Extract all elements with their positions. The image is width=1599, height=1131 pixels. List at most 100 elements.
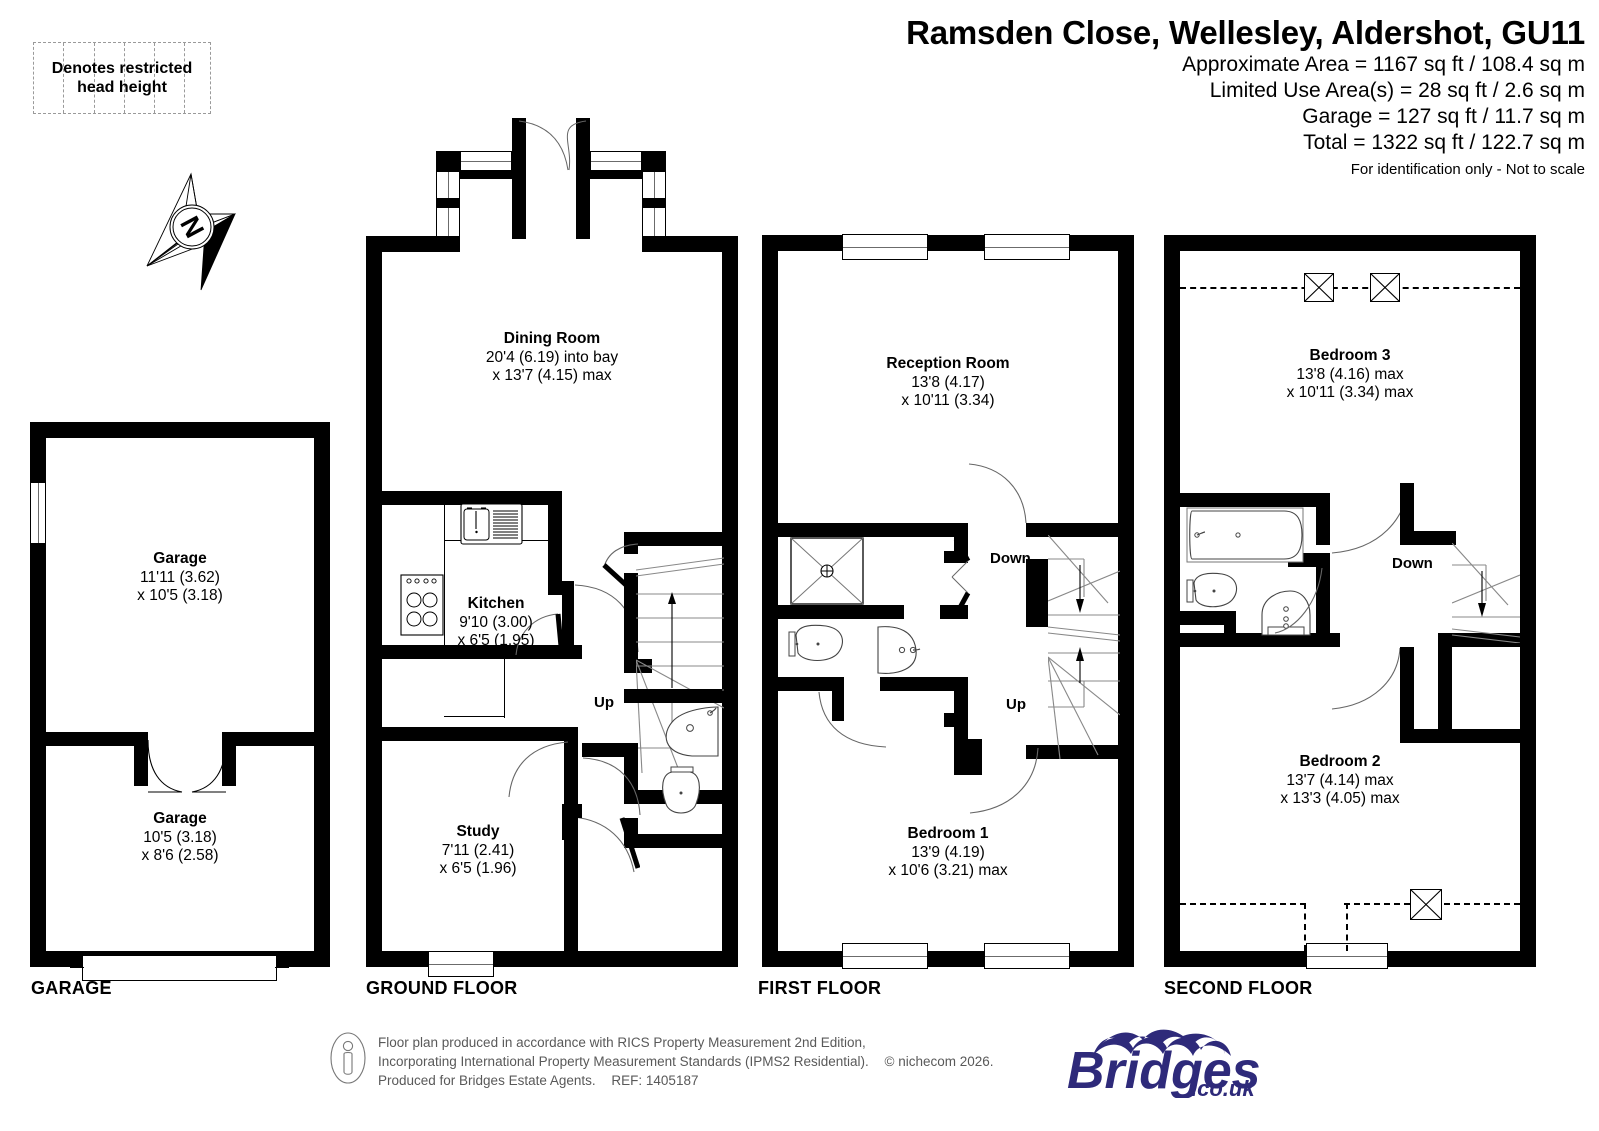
- reception-window-right: [984, 234, 1070, 260]
- study-window: [428, 951, 494, 977]
- floor-label-first: FIRST FLOOR: [758, 978, 882, 998]
- reception-window-left: [842, 234, 928, 260]
- restricted-head-height-bottom-left: [1180, 903, 1306, 905]
- area-total: Total = 1322 sq ft / 122.7 sq m: [1303, 131, 1585, 154]
- room-name: Study: [456, 823, 500, 840]
- study-door-swing: [508, 741, 569, 798]
- room-label-bedroom3: Bedroom 3 13'8 (4.16) max x 10'11 (3.34)…: [1200, 347, 1500, 403]
- floorplan-second: Down Bedroom 3 13'8 (4.16) max x 10'11 (…: [1164, 235, 1536, 969]
- room-label-bedroom2: Bedroom 2 13'7 (4.14) max x 13'3 (4.05) …: [1190, 753, 1490, 809]
- cloakroom-toilet-icon: [662, 766, 700, 814]
- restricted-head-height-legend: Denotes restricted head height: [33, 42, 211, 114]
- bay-french-doors: [518, 120, 587, 171]
- stair-label-second-down: Down: [1392, 555, 1433, 572]
- room-name: Bedroom 1: [907, 825, 989, 842]
- bedroom1-window-right: [984, 943, 1070, 969]
- bedroom1-door-swing: [969, 747, 1039, 814]
- room-dim-2: x 13'3 (4.05) max: [1280, 790, 1400, 807]
- bay-window-left-side-lower: [436, 207, 460, 239]
- footer-line-1: Floor plan produced in accordance with R…: [378, 1035, 866, 1050]
- floor-label-ground: GROUND FLOOR: [366, 978, 518, 998]
- legend-line-1: Denotes restricted: [51, 60, 193, 77]
- kitchen-worktop-side: [444, 505, 446, 657]
- bathroom-toilet-icon-second: [1186, 572, 1238, 608]
- bedroom1-window-left: [842, 943, 928, 969]
- garage-door: [82, 955, 277, 981]
- bathroom-basin-icon-second: [1261, 590, 1311, 636]
- bedroom2-door-swing: [1331, 647, 1401, 710]
- footer-line-3: Produced for Bridges Estate Agents.: [378, 1073, 596, 1088]
- footer-ref: REF: 1405187: [611, 1073, 699, 1088]
- scale-disclaimer: For identification only - Not to scale: [1350, 161, 1585, 178]
- bridges-logo[interactable]: Bridges .co.uk: [1063, 1022, 1285, 1101]
- room-name: Reception Room: [886, 355, 1010, 372]
- floor-label-second: SECOND FLOOR: [1164, 978, 1313, 998]
- floor-label-garage: GARAGE: [31, 978, 112, 998]
- bay-window-left-top: [460, 151, 512, 171]
- floorplan-garage: Garage 11'11 (3.62) x 10'5 (3.18) Garage…: [30, 422, 330, 981]
- room-label-study: Study 7'11 (2.41) x 6'5 (1.96): [378, 823, 578, 879]
- room-dim-1: 10'5 (3.18): [143, 828, 217, 846]
- restricted-head-height-top: [1180, 287, 1520, 289]
- hall-door-upper: [602, 543, 639, 587]
- room-label-bedroom1: Bedroom 1 13'9 (4.19) x 10'6 (3.21) max: [798, 825, 1098, 881]
- bathtub-icon: [1186, 507, 1304, 563]
- stair-label-ground-up: Up: [594, 694, 614, 711]
- bathroom-basin-icon-first: [877, 626, 921, 674]
- kitchen-rear-door: [515, 613, 564, 658]
- bay-window-right-top: [590, 151, 642, 171]
- reception-door-swing: [968, 463, 1027, 524]
- room-dim-2: x 10'11 (3.34) max: [1286, 384, 1414, 401]
- first-stairs: [1048, 535, 1120, 759]
- room-name: Bedroom 3: [1309, 347, 1391, 364]
- bay-window-right-side-upper: [642, 171, 666, 199]
- logo-wordmark: Bridges: [1067, 1042, 1261, 1098]
- room-label-kitchen: Kitchen 9'10 (3.00) x 6'5 (1.95): [396, 595, 596, 651]
- bedroom3-door-swing: [1331, 483, 1409, 554]
- room-dim-2: x 10'11 (3.34): [901, 392, 995, 409]
- room-name: Bedroom 2: [1299, 753, 1381, 770]
- room-dim-2: x 10'5 (3.18): [137, 587, 223, 604]
- shower-cubicle-icon: [790, 537, 864, 605]
- compass-north-icon: N: [143, 170, 238, 295]
- bathroom-entry-door-first: [818, 691, 887, 748]
- second-stairs: [1452, 543, 1520, 643]
- room-dim-1: 9'10 (3.00): [459, 613, 533, 631]
- hall-door-lower: [572, 816, 640, 873]
- room-dim-1: 13'9 (4.19): [911, 843, 985, 861]
- room-name: Garage: [153, 550, 207, 567]
- legend-line-2: head height: [77, 79, 167, 96]
- room-name: Kitchen: [467, 595, 525, 612]
- room-dim-1: 7'11 (2.41): [441, 841, 515, 859]
- footer-copyright: © nichecom 2026.: [884, 1054, 994, 1069]
- bay-window-left-side-upper: [436, 171, 460, 199]
- kitchen-hob-icon: [400, 574, 444, 636]
- area-limited-use: Limited Use Area(s) = 28 sq ft / 2.6 sq …: [1209, 79, 1585, 102]
- room-dim-1: 20'4 (6.19) into bay: [485, 348, 619, 366]
- area-approximate: Approximate Area = 1167 sq ft / 108.4 sq…: [1182, 53, 1585, 76]
- garage-window-left: [30, 482, 46, 544]
- floorplan-first: Down Up Reception Room 13'8 (4.17) x 10'…: [762, 234, 1134, 969]
- room-dim-2: x 8'6 (2.58): [141, 847, 219, 864]
- floorplan-ground: Up Dining Room: [366, 118, 738, 977]
- person-icon: [330, 1032, 366, 1084]
- room-label-reception: Reception Room 13'8 (4.17) x 10'11 (3.34…: [798, 355, 1098, 411]
- header: Ramsden Close, Wellesley, Aldershot, GU1…: [906, 14, 1585, 178]
- bathroom-toilet-icon-first: [788, 624, 844, 662]
- stair-label-first-up: Up: [1006, 696, 1026, 713]
- room-name: Garage: [153, 810, 207, 827]
- room-label-garage-lower: Garage 10'5 (3.18) x 8'6 (2.58): [30, 810, 330, 866]
- area-garage: Garage = 127 sq ft / 11.7 sq m: [1302, 105, 1585, 128]
- room-dim-1: 13'8 (4.17): [911, 373, 985, 391]
- room-dim-2: x 13'7 (4.15) max: [492, 367, 612, 384]
- cloakroom-basin-icon: [665, 706, 719, 757]
- page-title: Ramsden Close, Wellesley, Aldershot, GU1…: [906, 14, 1585, 51]
- room-dim-1: 11'11 (3.62): [140, 568, 220, 586]
- footer-line-2: Incorporating International Property Mea…: [378, 1054, 869, 1069]
- room-dim-1: 13'7 (4.14) max: [1286, 771, 1394, 789]
- logo-suffix: .co.uk: [1191, 1076, 1256, 1098]
- room-dim-2: x 10'6 (3.21) max: [888, 862, 1008, 879]
- stair-label-first-down: Down: [990, 550, 1031, 567]
- kitchen-sink-icon: [460, 503, 523, 545]
- room-name: Dining Room: [503, 330, 601, 347]
